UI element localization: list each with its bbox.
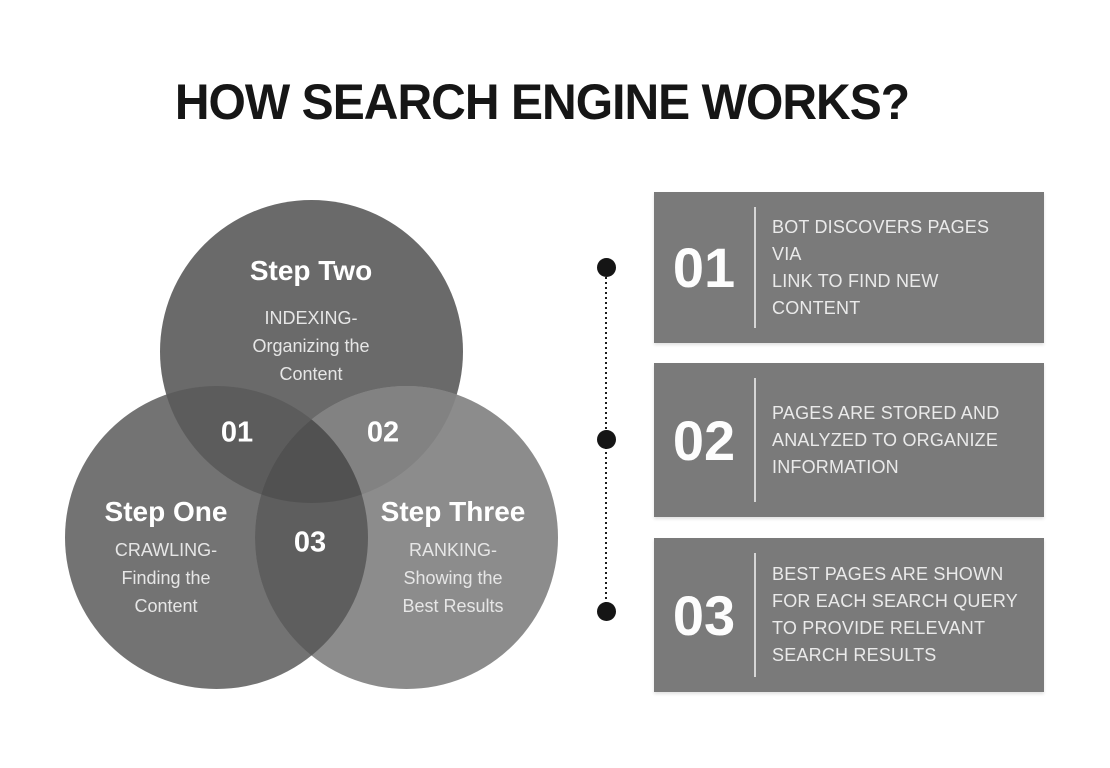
description-line: TO PROVIDE RELEVANT [772,618,986,638]
step-three-circle-subtitle: RANKING- Showing the Best Results [402,536,503,620]
step-description: PAGES ARE STORED AND ANALYZED TO ORGANIZ… [772,400,1021,481]
step-three-circle-title: Step Three [380,496,526,527]
subtitle-line: Content [134,596,198,616]
overlap-region-center [255,386,368,503]
connector-dot-1 [597,258,616,277]
subtitle-line: Best Results [402,596,504,616]
step-box-03: 03 BEST PAGES ARE SHOWN FOR EACH SEARCH … [654,538,1044,692]
step-divider [754,207,756,328]
step-box-02: 02 PAGES ARE STORED AND ANALYZED TO ORGA… [654,363,1044,517]
description-line: BOT DISCOVERS PAGES VIA [772,216,990,264]
subtitle-line: CRAWLING- [114,540,218,560]
description-line: ANALYZED TO ORGANIZE [772,429,999,450]
description-line: FOR EACH SEARCH QUERY [772,591,1018,611]
overlap-label-03: 03 [293,526,327,559]
step-description: BOT DISCOVERS PAGES VIA LINK TO FIND NEW… [772,214,1044,322]
step-divider [754,553,756,677]
step-two-circle-title: Step Two [249,255,373,286]
step-two-circle-subtitle: INDEXING- Organizing the Content [252,304,369,388]
overlap-label-01: 01 [220,416,254,449]
overlap-label-02: 02 [366,416,400,449]
description-line: PAGES ARE STORED AND [772,402,1000,423]
subtitle-line: Organizing the [252,336,370,356]
subtitle-line: INDEXING- [264,308,358,328]
subtitle-line: Content [279,364,343,384]
step-number: 03 [672,583,736,647]
description-line: INFORMATION [772,456,899,477]
step-box-01: 01 BOT DISCOVERS PAGES VIA LINK TO FIND … [654,192,1044,343]
connector-dot-3 [597,602,616,621]
step-one-circle-title: Step One [104,496,228,527]
step-divider [754,378,756,502]
venn-circles-graphic [65,200,558,689]
description-line: CONTENT [772,297,861,318]
step-number: 02 [672,408,736,472]
step-description: BEST PAGES ARE SHOWN FOR EACH SEARCH QUE… [772,561,1040,669]
step-number: 01 [672,236,736,299]
page-title: HOW SEARCH ENGINE WORKS? [174,74,910,130]
step-one-circle-subtitle: CRAWLING- Finding the Content [115,536,217,620]
description-line: SEARCH RESULTS [772,645,937,665]
venn-diagram: Step Two INDEXING- Organizing the Conten… [60,190,560,696]
subtitle-line: Showing the [403,568,503,588]
description-line: LINK TO FIND NEW [772,270,939,291]
description-line: BEST PAGES ARE SHOWN [772,564,1004,584]
subtitle-line: Finding the [121,568,211,588]
subtitle-line: RANKING- [408,540,498,560]
connector-dot-2 [597,430,616,449]
